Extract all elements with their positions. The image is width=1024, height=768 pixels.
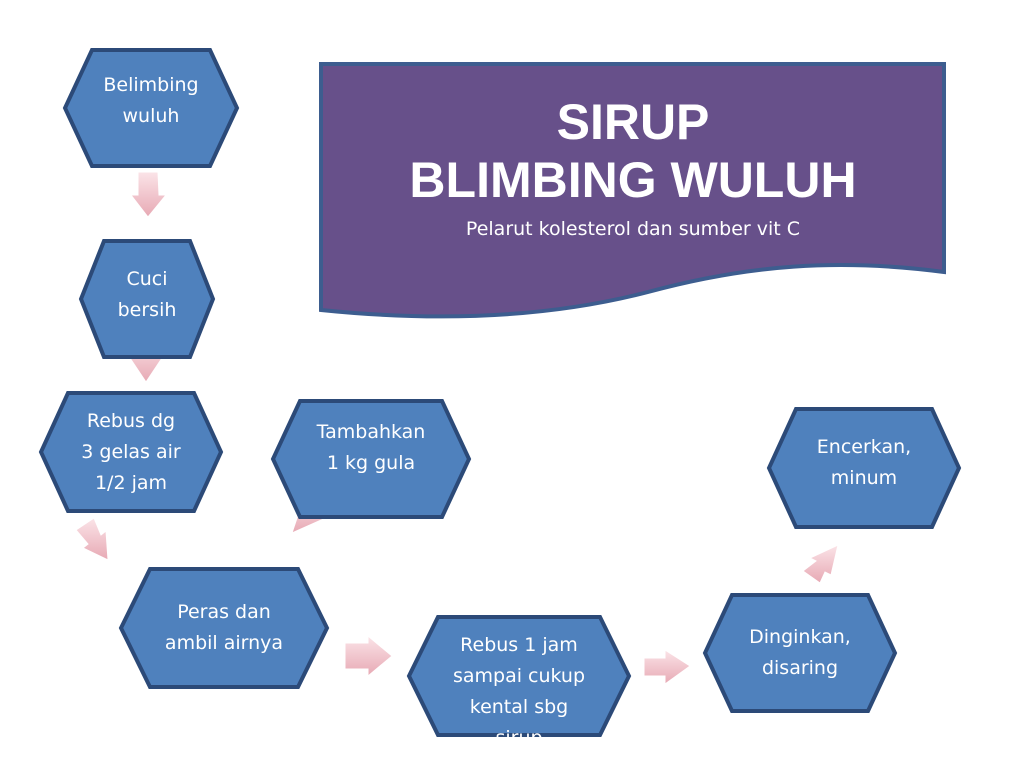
step-rebus-air-label: Rebus dg 3 gelas air 1/2 jam xyxy=(81,409,181,494)
title-banner-shape xyxy=(319,62,946,319)
step-peras: Peras dan ambil airnya xyxy=(118,566,330,690)
title-banner: SIRUP BLIMBING WULUH Pelarut kolesterol … xyxy=(318,60,948,328)
step-dinginkan: Dinginkan, disaring xyxy=(702,592,898,714)
step-tambahkan: Tambahkan 1 kg gula xyxy=(270,398,472,520)
title-line-1: SIRUP xyxy=(556,94,710,150)
arrow-belimbing-to-cuci xyxy=(129,171,168,218)
step-belimbing-label: Belimbing wuluh xyxy=(103,74,199,127)
hexagon-shape xyxy=(78,239,216,359)
step-cuci: Cuci bersih xyxy=(78,238,216,360)
step-tambahkan-label: Tambahkan 1 kg gula xyxy=(316,421,426,474)
hexagon-shape xyxy=(62,48,240,168)
step-rebus-air: Rebus dg 3 gelas air 1/2 jam xyxy=(38,390,224,514)
hexagon-shape xyxy=(38,391,224,513)
step-cuci-label: Cuci bersih xyxy=(117,268,177,321)
hexagon-shape xyxy=(270,399,472,519)
step-peras-label: Peras dan ambil airnya xyxy=(164,601,284,654)
hexagon-shape xyxy=(766,407,962,529)
title-subtitle: Pelarut kolesterol dan sumber vit C xyxy=(465,218,801,240)
step-rebus-kental: Rebus 1 jam sampai cukup kental sbg siru… xyxy=(406,614,632,749)
arrow-rebus-kental-to-dinginkan xyxy=(643,649,691,685)
hexagon-shape xyxy=(702,593,898,713)
title-line-2: BLIMBING WULUH xyxy=(409,152,857,208)
hexagon-shape xyxy=(406,615,632,737)
arrow-dinginkan-to-encerkan xyxy=(802,544,839,584)
step-rebus-kental-label: Rebus 1 jam sampai cukup kental sbg siru… xyxy=(452,634,586,749)
step-dinginkan-label: Dinginkan, disaring xyxy=(749,626,851,679)
arrow-rebus-to-peras xyxy=(75,517,109,561)
step-belimbing: Belimbing wuluh xyxy=(62,47,240,169)
hexagon-shape xyxy=(118,567,330,689)
arrow-peras-to-rebus-kental xyxy=(344,634,393,678)
step-encerkan-label: Encerkan, minum xyxy=(816,436,912,489)
step-encerkan: Encerkan, minum xyxy=(766,406,962,530)
